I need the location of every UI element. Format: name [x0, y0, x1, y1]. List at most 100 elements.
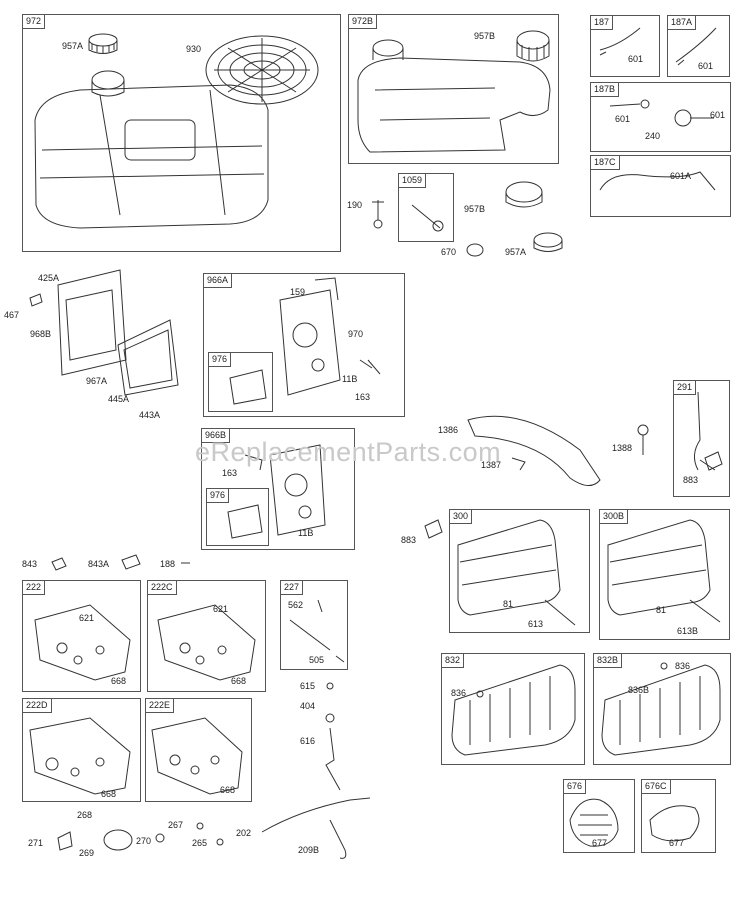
group-label: 291 [674, 381, 697, 395]
label-188: 188 [160, 559, 176, 569]
group-label: 187A [668, 16, 697, 30]
group-187c: 187C [590, 155, 731, 217]
label-445a: 445A [108, 394, 130, 404]
carburetor-a-shape [229, 277, 381, 405]
fuel-shutoff-shape [609, 99, 714, 127]
group-label: 187 [591, 16, 614, 30]
group-1059: 1059 [398, 173, 454, 242]
label-270: 270 [136, 836, 152, 846]
label-967a: 967A [86, 376, 108, 386]
label-968b: 968B [30, 329, 52, 339]
label-269: 269 [79, 848, 95, 858]
group-label: 832B [594, 654, 623, 668]
group-label: 966B [202, 429, 231, 443]
label-970: 970 [348, 329, 364, 339]
label-957b: 957B [464, 204, 486, 214]
label-404: 404 [300, 701, 316, 711]
label-11b: 11B [342, 374, 358, 384]
control-bracket-e-shape [151, 717, 243, 795]
group-label: 300 [450, 510, 473, 524]
group-227: 227 [280, 580, 348, 670]
control-bracket-shape [34, 604, 131, 681]
label-957a: 957A [62, 41, 84, 51]
muffler-screen-c-shape [649, 805, 700, 842]
label-271: 271 [28, 838, 44, 848]
group-label: 966A [204, 274, 233, 288]
group-label: 222D [23, 699, 52, 713]
label-1387: 1387 [481, 460, 502, 470]
air-filter-shape [29, 269, 179, 396]
label-240: 240 [645, 131, 661, 141]
group-label: 832 [442, 654, 465, 668]
label-883: 883 [683, 475, 699, 485]
throttle-parts-shape [57, 822, 224, 851]
exhaust-deflector-shape [467, 415, 649, 486]
label-883: 883 [401, 535, 417, 545]
group-222e: 222E [145, 698, 252, 802]
label-836: 836 [675, 661, 691, 671]
fuel-line-a-shape [675, 27, 717, 66]
fuel-line-shape [599, 27, 641, 56]
group-187: 187 [590, 15, 660, 77]
fuel-tank-shape [34, 70, 269, 229]
label-425a: 425A [38, 273, 60, 283]
muffler-guard-shape [451, 664, 576, 756]
group-label: 300B [600, 510, 629, 524]
label-677: 677 [592, 838, 608, 848]
control-bracket-d-shape [29, 717, 131, 795]
group-label: 227 [281, 581, 304, 595]
group-832b: 832B [593, 653, 731, 765]
label-265: 265 [192, 838, 208, 848]
group-187a: 187A [667, 15, 730, 77]
fuel-tank-b-shape [357, 39, 551, 153]
governor-link-shape [261, 797, 371, 859]
label-202: 202 [236, 828, 252, 838]
fuel-line-c-shape [599, 171, 716, 191]
group-976-b: 976 [206, 488, 269, 546]
group-291: 291 [673, 380, 730, 497]
group-300: 300 [449, 509, 590, 633]
label-443a: 443A [139, 410, 161, 420]
label-843a: 843A [88, 559, 110, 569]
label-562: 562 [288, 600, 304, 610]
group-label: 187C [591, 156, 620, 170]
group-222d: 222D [22, 698, 141, 802]
label-1386: 1386 [438, 425, 459, 435]
label-467: 467 [4, 310, 20, 320]
label-957b: 957B [474, 31, 496, 41]
label-601: 601 [615, 114, 631, 124]
governor-lever-shape [289, 599, 345, 663]
group-label: 222C [148, 581, 177, 595]
small-parts-shape [372, 181, 563, 257]
group-label: 676C [642, 780, 671, 794]
group-label: 222 [23, 581, 46, 595]
muffler-b-shape [607, 519, 721, 623]
label-843: 843 [22, 559, 38, 569]
label-613b: 613B [677, 626, 699, 636]
label-668: 668 [111, 676, 127, 686]
fuel-cap-b-icon [516, 30, 550, 62]
group-187b: 187B [590, 82, 731, 152]
label-668: 668 [231, 676, 247, 686]
label-190: 190 [347, 200, 363, 210]
group-label: 976 [209, 353, 232, 367]
label-163: 163 [355, 392, 371, 402]
label-209b: 209B [298, 845, 320, 855]
control-bracket-c-shape [157, 604, 256, 681]
label-601: 601 [710, 110, 726, 120]
group-label: 972B [349, 15, 378, 29]
label-670: 670 [441, 247, 457, 257]
blower-housing-shape [205, 35, 319, 105]
group-label: 187B [591, 83, 620, 97]
group-label: 1059 [399, 174, 427, 188]
label-677: 677 [669, 838, 685, 848]
muffler-shape [457, 519, 576, 626]
governor-shaft-shape [325, 682, 341, 791]
label-930: 930 [186, 44, 202, 54]
label-957a: 957A [505, 247, 527, 257]
label-836: 836 [451, 688, 467, 698]
group-676: 676 [563, 779, 635, 853]
label-1388: 1388 [612, 443, 633, 453]
label-81: 81 [503, 599, 514, 609]
